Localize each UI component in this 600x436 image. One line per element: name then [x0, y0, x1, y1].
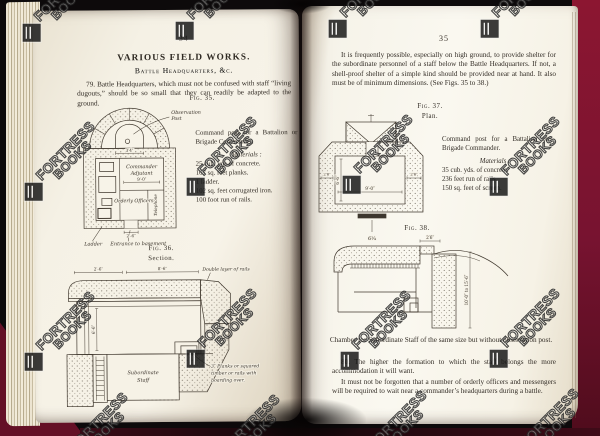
book-gutter-shadow [290, 0, 312, 436]
left-page: 34 VARIOUS FIELD WORKS. Battle Headquart… [32, 9, 302, 423]
fig38-roof [333, 245, 421, 273]
fig36-double-layer-label: Double layer of rails [201, 266, 250, 272]
left-materials-label: Materials : [231, 150, 262, 159]
fig38-depth-dim: 10′-0″ to 15′-6″ [464, 274, 469, 305]
paragraph-80: 80. The higher the formation to which th… [332, 358, 556, 376]
fig35-observation-chamber [115, 123, 144, 149]
right-page-lower-column: 80. The higher the formation to which th… [332, 358, 556, 396]
fig37-funnel-left [345, 121, 370, 143]
left-materials-note: Command post for a Battalion or Brigade … [195, 129, 298, 205]
right-materials-note: Command post for a Battalion or Brigade … [442, 136, 548, 194]
fig37-wall-left-dim: 2′6″ [323, 172, 331, 177]
fig35-entrance-label: Entrance to basement [109, 241, 167, 247]
fig35-entrance-width: 2′-6″ [126, 233, 136, 238]
fig35-orderly-officers-label: Orderly Officers [114, 198, 154, 204]
fig36-planks-note-3: boarding over. [211, 377, 245, 383]
fig35-observation-label-1: Observation [171, 110, 201, 116]
fig37-funnel-right [372, 121, 397, 143]
fig38-cap [419, 245, 435, 255]
right-materials-label: Materials : [479, 157, 511, 165]
paragraph-80b: It must not be forgotten that a number o… [332, 377, 556, 396]
fig38-section-diagram: 2′6″ 10′-0″ to 15′-6″ [333, 234, 509, 329]
fig37-width-dim: 9′-0″ [365, 187, 375, 192]
fig35-telephone-label: Telephone [153, 194, 158, 216]
fig36-interior-height: 6′-6″ [91, 324, 96, 334]
fig37-subcaption: Plan. [421, 113, 439, 120]
fig35-arch-width: 3′4″ [126, 148, 134, 153]
materials-item: 100 foot run of rails. [195, 195, 252, 204]
materials-item: 150 sq. feet of screen. [442, 184, 502, 192]
fig37-entrance-channel [366, 142, 378, 156]
fig38-glacis [433, 250, 509, 277]
chamber-caption: Chamber for Subordinate Staff of the sam… [329, 336, 553, 344]
right-page: 35 It is frequently possible, especially… [302, 6, 578, 424]
fig37-interior [334, 155, 406, 205]
fig35-plan-diagram: 3′4″ Commander Adjutant 9′-0″ Orderly Of… [82, 107, 202, 248]
fig36-roof-slab [68, 279, 201, 300]
fig38-caption: Fig. 38. [404, 224, 430, 232]
fig37-screen-dim: 6¼ [368, 235, 376, 242]
fig36-caption: Fig. 36. Section. [130, 244, 192, 262]
fig36-planks-note-2: timber or rails with [211, 370, 256, 376]
fig36-left-earth [66, 354, 94, 408]
fig37-caption-text: Fig. 37. [417, 102, 443, 110]
right-note-heading: Command post for a Battalion or Brigade … [442, 136, 548, 152]
fig37-wall-right-dim: 2′6″ [410, 172, 418, 177]
intro-paragraph: It is frequently possible, especially on… [332, 51, 556, 88]
fig38-pier [431, 253, 457, 329]
fig36-subcaption: Section. [148, 254, 175, 263]
fig37-height-dim: 6′-6″ [335, 175, 340, 185]
fig36-subordinate-label-1: Subordinate [127, 370, 158, 376]
fig37-caption: Fig. 37. Plan. [397, 102, 463, 120]
right-page-text-column: 35 It is frequently possible, especially… [332, 34, 556, 88]
fig36-right-mass [200, 279, 232, 325]
fig36-section-diagram: 2′-6″ 8′-6″ Double layer of rails 6′-6″ … [66, 265, 260, 408]
fig35-entrance-gap [124, 220, 139, 229]
fig36-subordinate-label-2: Staff [137, 378, 150, 384]
gutter-shadow-bottom [246, 398, 366, 436]
fig35-observation-label-2: Post [170, 116, 181, 122]
right-materials-list: 35 cub. yds. of concrete. 236 feet run o… [442, 167, 548, 194]
fig37-screen-strip [357, 213, 387, 219]
gutter-shadow-top [272, 0, 332, 14]
fig35-observation-scope [124, 138, 131, 144]
materials-item: 236 feet run of rails. [442, 175, 498, 183]
left-materials-list: 25 cub. yds of concrete. 107 sq. feet pl… [196, 160, 298, 206]
fig36-caption-text: Fig. 36. [148, 243, 174, 253]
left-page-number: 34 [178, 33, 189, 43]
fig38-top-dim: 2′6″ [426, 235, 434, 240]
fig36-planks-note-1: 3″ Planks or squared [211, 363, 259, 369]
fig35-ladder-label: Ladder [83, 241, 103, 247]
fig37-plan-diagram: 9′-0″ 6′-6″ 2′6″ 2′6″ 6¼ [318, 114, 424, 243]
fig36-dim-left: 2′-6″ [94, 266, 104, 271]
fig36-dim-right: 8′-6″ [158, 266, 168, 271]
fig35-adjutant-label: Adjutant [130, 171, 154, 177]
right-page-number: 35 [439, 34, 449, 43]
left-note-heading: Command post for a Battalion or Brigade … [195, 129, 298, 146]
fig35-commander-label: Commander [126, 164, 158, 170]
chapter-title: VARIOUS FIELD WORKS. [117, 51, 251, 63]
materials-item: 35 cub. yds. of concrete. [442, 166, 509, 174]
section-subtitle: Battle Headquarters, &c. [134, 65, 234, 76]
fig35-room-width: 9′-0″ [137, 177, 147, 182]
